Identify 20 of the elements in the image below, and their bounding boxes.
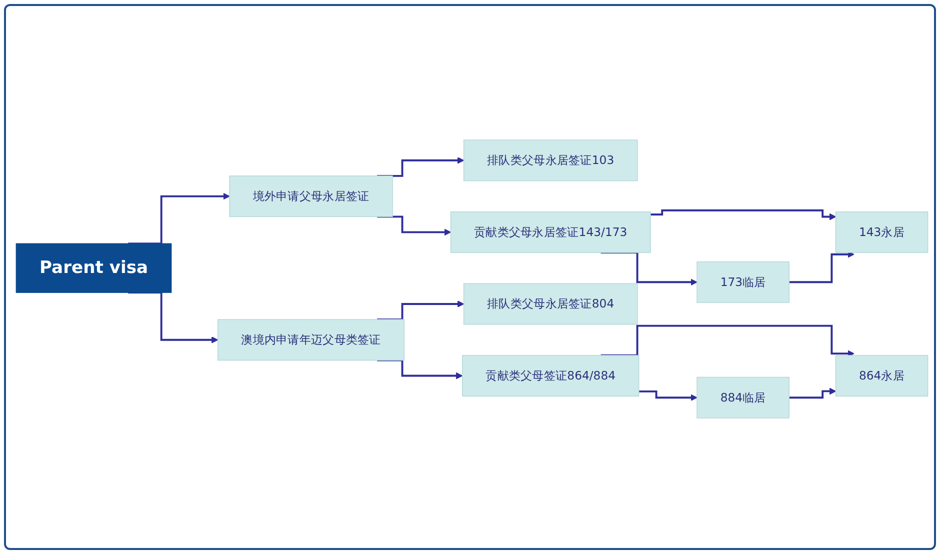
node-box: 864永居 [835, 355, 928, 397]
node-box: 排队类父母永居签证804 [463, 283, 638, 325]
arrow [789, 250, 854, 284]
node-box: 143永居 [835, 211, 928, 253]
node-box: 贡献类父母签证864/884 [462, 355, 640, 397]
node-box: 173临居 [696, 261, 790, 303]
node-box: 排队类父母永居签证103 [463, 140, 638, 182]
node-box: 澳境内申请年迈父母类签证 [217, 319, 405, 361]
arrow [638, 390, 698, 402]
arrow [377, 300, 464, 320]
arrow [377, 216, 452, 236]
arrow [600, 324, 854, 357]
node-box: Parent visa [16, 243, 172, 293]
arrow [377, 359, 463, 380]
arrow [650, 209, 836, 220]
node-box: 贡献类父母永居签证143/173 [450, 211, 651, 253]
node-box: 境外申请父母永居签证 [229, 176, 393, 218]
node-box: 884临居 [696, 376, 790, 418]
arrow [789, 388, 836, 399]
arrow [128, 192, 230, 245]
